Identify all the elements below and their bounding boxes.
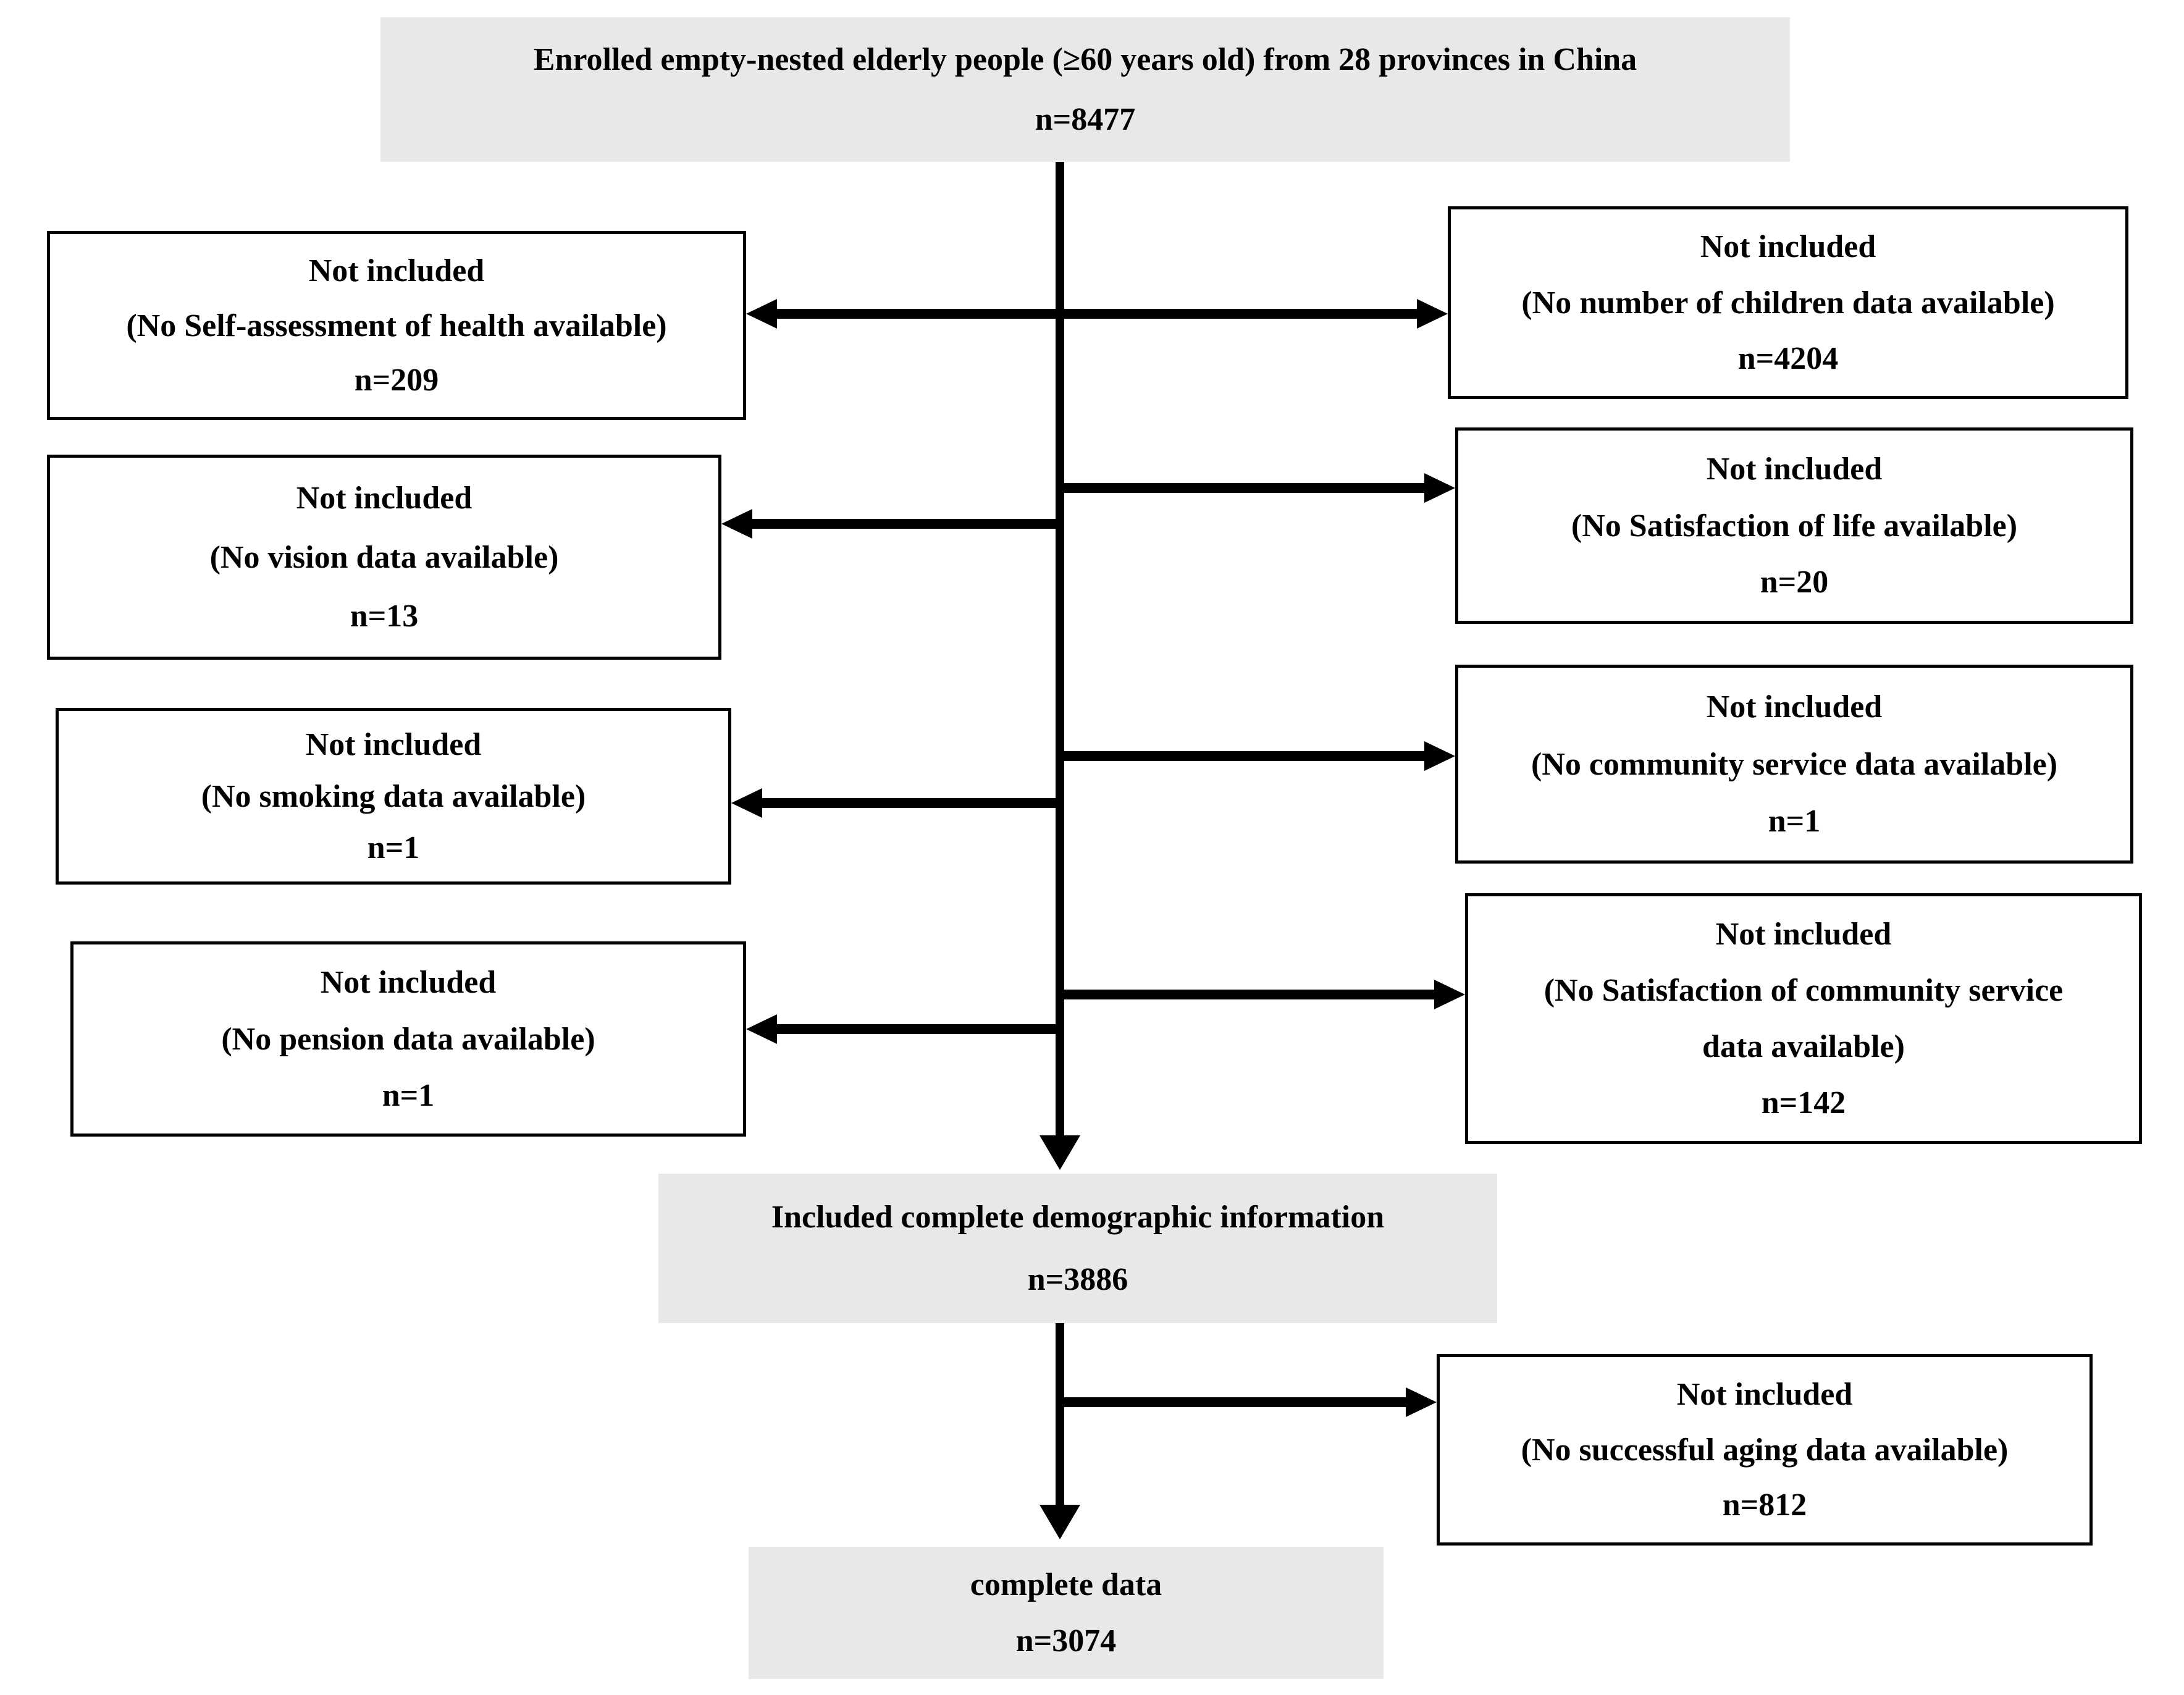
excluded-reason: (No pension data available) — [221, 1021, 595, 1057]
enrolled-count: n=8477 — [1035, 102, 1136, 138]
excluded-title: Not included — [1706, 451, 1883, 487]
excluded-count: n=1 — [382, 1077, 435, 1113]
demographic-text: Included complete demographic informatio… — [771, 1200, 1385, 1235]
excluded-count: n=209 — [354, 363, 439, 398]
excluded-community-service-box: Not included (No community service data … — [1455, 665, 2133, 864]
main-spine-line — [1056, 162, 1064, 1137]
complete-data-box: complete data n=3074 — [749, 1547, 1384, 1679]
excluded-reason: (No Self-assessment of health available) — [126, 308, 667, 343]
excluded-count: n=1 — [1768, 804, 1821, 839]
arrow-right-row4-icon — [1434, 980, 1465, 1009]
excluded-reason-line1: (No Satisfaction of community service — [1544, 973, 2064, 1008]
excluded-count: n=20 — [1760, 565, 1829, 600]
excluded-community-service-satisfaction-box: Not included (No Satisfaction of communi… — [1465, 893, 2142, 1144]
exclusion-arrow-row5-right-shaft — [1056, 1397, 1407, 1407]
exclusion-arrow-row3-left-shaft — [760, 798, 1064, 808]
exclusion-arrow-row3-right-shaft — [1056, 751, 1426, 761]
excluded-count: n=812 — [1722, 1487, 1807, 1523]
enrolled-box: Enrolled empty-nested elderly people (≥6… — [380, 17, 1790, 162]
exclusion-arrow-row2-left-shaft — [750, 519, 1064, 529]
excluded-count: n=13 — [350, 598, 419, 634]
excluded-reason: (No smoking data available) — [201, 778, 586, 814]
excluded-title: Not included — [1706, 689, 1883, 725]
excluded-title: Not included — [1700, 229, 1876, 265]
excluded-children-box: Not included (No number of children data… — [1448, 206, 2128, 399]
excluded-pension-box: Not included (No pension data available)… — [70, 941, 746, 1137]
arrow-right-row1-icon — [1417, 299, 1448, 329]
excluded-count: n=1 — [367, 830, 420, 866]
arrow-down-to-demographic-icon — [1040, 1135, 1080, 1170]
complete-count: n=3074 — [1015, 1623, 1117, 1659]
excluded-title: Not included — [308, 253, 485, 288]
arrow-left-row4-icon — [746, 1014, 777, 1044]
demographic-count: n=3886 — [1027, 1261, 1128, 1297]
arrow-right-row5-icon — [1406, 1387, 1437, 1417]
arrow-right-row2-icon — [1424, 473, 1455, 503]
excluded-reason: (No number of children data available) — [1521, 285, 2055, 321]
arrow-down-to-complete-icon — [1040, 1505, 1080, 1539]
excluded-reason: (No community service data available) — [1531, 746, 2058, 782]
excluded-title: Not included — [305, 726, 482, 762]
excluded-title: Not included — [1715, 917, 1892, 952]
excluded-reason: (No Satisfaction of life available) — [1571, 508, 2018, 544]
exclusion-arrow-row1-shaft — [775, 309, 1419, 319]
exclusion-arrow-row4-left-shaft — [775, 1024, 1064, 1034]
arrow-right-row3-icon — [1424, 741, 1455, 771]
excluded-life-satisfaction-box: Not included (No Satisfaction of life av… — [1455, 427, 2133, 624]
excluded-title: Not included — [1676, 1376, 1853, 1412]
excluded-smoking-box: Not included (No smoking data available)… — [56, 708, 731, 885]
enrolled-text: Enrolled empty-nested elderly people (≥6… — [533, 41, 1637, 77]
excluded-count: n=4204 — [1737, 340, 1839, 376]
excluded-vision-box: Not included (No vision data available) … — [47, 455, 721, 660]
arrow-left-row1-icon — [746, 299, 777, 329]
exclusion-arrow-row4-right-shaft — [1056, 990, 1435, 999]
arrow-left-row3-icon — [731, 788, 762, 818]
excluded-successful-aging-box: Not included (No successful aging data a… — [1437, 1354, 2093, 1546]
excluded-reason: (No vision data available) — [209, 539, 559, 575]
excluded-reason-line2: data available) — [1702, 1029, 1905, 1064]
arrow-left-row2-icon — [721, 509, 752, 539]
lower-spine-line — [1056, 1323, 1064, 1506]
demographic-box: Included complete demographic informatio… — [658, 1174, 1497, 1323]
excluded-title: Not included — [320, 965, 497, 1001]
complete-text: complete data — [970, 1567, 1162, 1602]
excluded-title: Not included — [296, 481, 472, 516]
exclusion-arrow-row2-right-shaft — [1056, 483, 1426, 493]
excluded-count: n=142 — [1761, 1085, 1846, 1121]
excluded-self-assessment-box: Not included (No Self-assessment of heal… — [47, 231, 746, 420]
excluded-reason: (No successful aging data available) — [1521, 1432, 2009, 1468]
